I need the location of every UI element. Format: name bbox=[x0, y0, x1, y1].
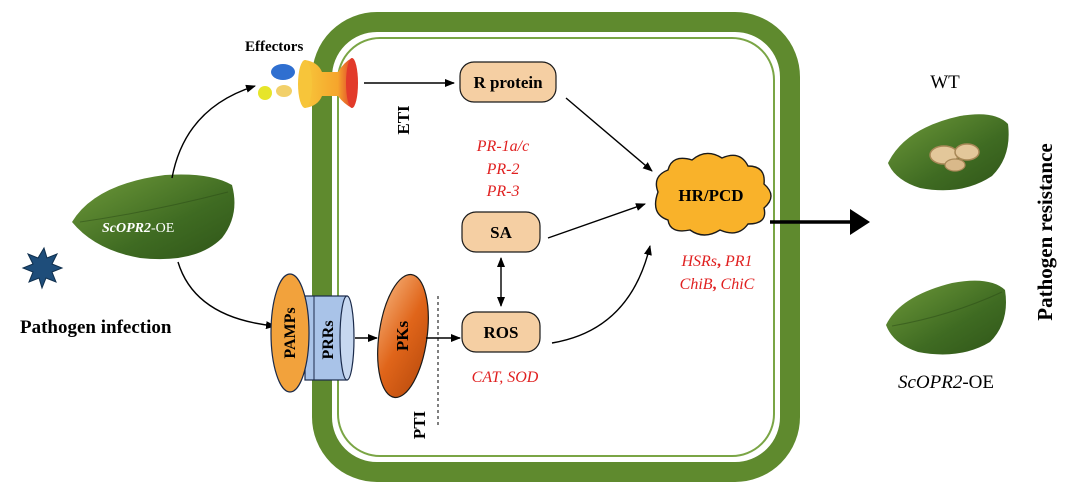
pathogen-icon bbox=[21, 246, 64, 290]
arrow-sa-to-hr bbox=[547, 203, 646, 239]
leaf-left bbox=[72, 174, 235, 260]
arrow-outcome-head bbox=[850, 209, 870, 235]
gene-hsrs-pr1: HSRs, PR1 bbox=[680, 253, 752, 270]
wt-label: WT bbox=[930, 72, 960, 93]
arrow-ros-to-hr bbox=[551, 245, 652, 344]
arrow-rprotein-to-hr bbox=[565, 97, 653, 172]
sa-label: SA bbox=[490, 223, 512, 242]
effector-yellow bbox=[258, 86, 272, 100]
pathogen-infection-label: Pathogen infection bbox=[20, 317, 172, 338]
ros-node bbox=[461, 311, 541, 353]
effector-receptor-funnel bbox=[298, 58, 358, 108]
arrow-leaf-to-effectors bbox=[171, 84, 256, 179]
leaf-oe bbox=[886, 280, 1006, 355]
pamps-ellipse bbox=[270, 273, 310, 393]
leaf-oe-label: ScOPR2-OE bbox=[898, 372, 994, 393]
pks-ellipse bbox=[377, 273, 429, 399]
ros-label: ROS bbox=[484, 323, 519, 342]
sa-node bbox=[461, 211, 541, 253]
hr-pcd-cloud bbox=[654, 152, 772, 236]
gene-cat-sod: CAT, SOD bbox=[472, 369, 539, 386]
pti-label: PTI bbox=[410, 410, 429, 439]
prrs-label: PRRs bbox=[320, 320, 337, 359]
pamps-label: PAMPs bbox=[282, 307, 299, 358]
r-protein-label: R protein bbox=[473, 73, 543, 92]
cell-membrane bbox=[337, 37, 775, 457]
lesion-3 bbox=[944, 158, 966, 172]
cell-wall bbox=[312, 12, 800, 482]
effector-blue bbox=[271, 64, 295, 80]
hr-pcd-label: HR/PCD bbox=[678, 186, 743, 205]
r-protein-node bbox=[459, 61, 557, 103]
effectors-label: Effectors bbox=[245, 39, 303, 55]
pks-label: PKs bbox=[393, 321, 412, 352]
pathogen-resistance-label: Pathogen resistance bbox=[1033, 143, 1057, 321]
leaf-wt bbox=[888, 114, 1009, 191]
gene-pr3: PR-3 bbox=[486, 183, 520, 200]
effector-light bbox=[276, 85, 292, 97]
eti-label: ETI bbox=[394, 105, 413, 135]
gene-pr2: PR-2 bbox=[486, 161, 520, 178]
lesion-2 bbox=[954, 143, 980, 161]
gene-pr1: PR-1a/c bbox=[476, 138, 529, 155]
gene-chib-chic: ChiB, ChiC bbox=[680, 276, 755, 293]
arrow-leaf-to-pamps bbox=[177, 261, 276, 330]
leaf-left-label: ScOPR2-OE bbox=[102, 221, 174, 236]
